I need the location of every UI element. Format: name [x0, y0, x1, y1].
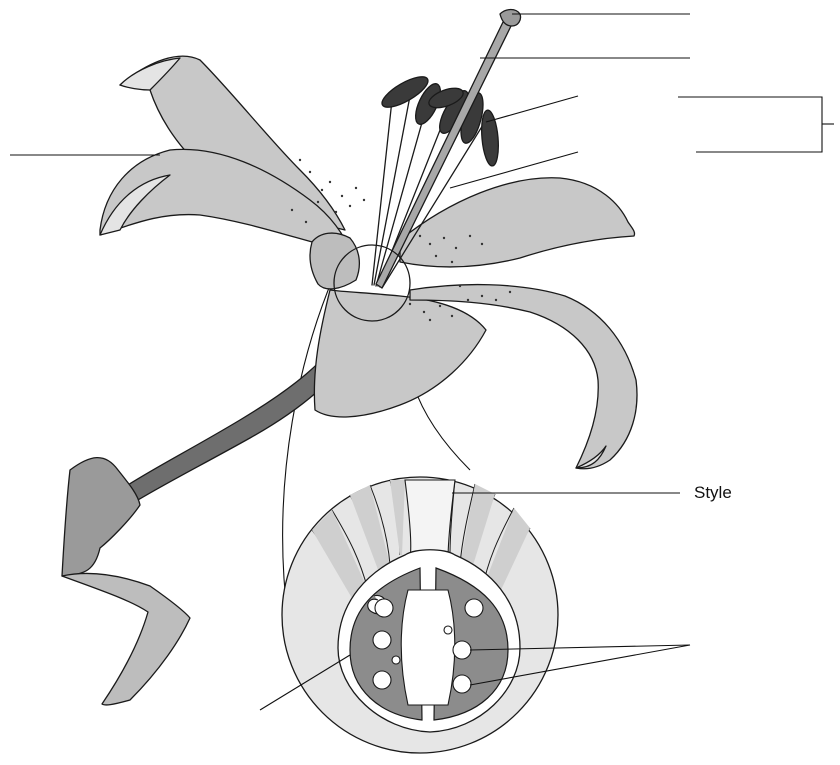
magnified-ovary — [282, 477, 558, 753]
petals-front — [310, 233, 637, 469]
bracket-stamen — [678, 97, 822, 152]
leader-anther — [486, 96, 578, 122]
anther — [480, 109, 501, 166]
petals-back — [100, 56, 635, 267]
leaf — [62, 458, 190, 705]
label-style: Style — [694, 483, 732, 502]
